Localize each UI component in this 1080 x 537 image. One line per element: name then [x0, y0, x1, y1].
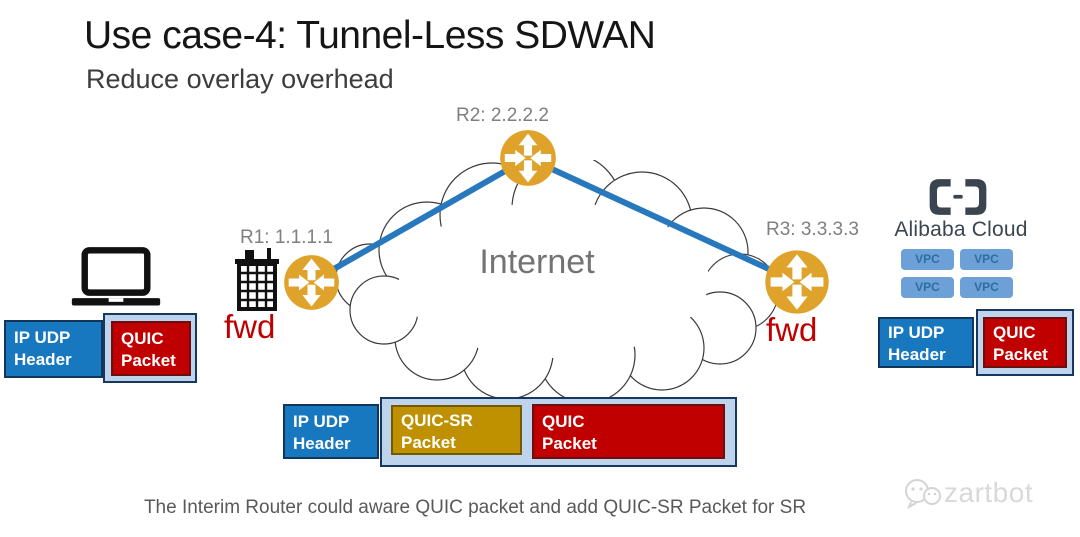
- router-r3-icon: [764, 249, 830, 315]
- laptop-icon: [71, 247, 161, 306]
- packet-left-ipudp-header: IP UDP Header: [4, 320, 103, 378]
- page-subtitle: Reduce overlay overhead: [86, 64, 394, 94]
- fwd-label-right: fwd: [766, 311, 818, 348]
- vpc-box: VPC: [901, 249, 954, 270]
- packet-right-quic: QUIC Packet: [983, 317, 1067, 368]
- alibaba-cloud-logo-icon: [929, 179, 987, 215]
- internet-label: Internet: [479, 243, 595, 281]
- zartbot-watermark: zartbot: [944, 477, 1034, 508]
- router-r2-icon: [499, 129, 557, 187]
- router-r1-icon: [283, 254, 340, 311]
- router-r2-label: R2: 2.2.2.2: [456, 105, 549, 126]
- packet-right-ipudp-header: IP UDP Header: [878, 317, 974, 368]
- building-icon: [235, 248, 279, 311]
- router-r3-label: R3: 3.3.3.3: [766, 219, 859, 240]
- packet-bottom-quicsr: QUIC-SR Packet: [391, 405, 522, 455]
- packet-bottom-quic: QUIC Packet: [532, 404, 725, 459]
- alibaba-cloud-label: Alibaba Cloud: [894, 218, 1028, 241]
- caption: The Interim Router could aware QUIC pack…: [143, 497, 807, 518]
- packet-bottom-ipudp-header: IP UDP Header: [283, 404, 379, 459]
- vpc-box: VPC: [960, 277, 1013, 298]
- vpc-box: VPC: [901, 277, 954, 298]
- zartbot-chat-icon: [905, 479, 941, 510]
- page-title: Use case-4: Tunnel-Less SDWAN: [84, 14, 656, 57]
- vpc-box: VPC: [960, 249, 1013, 270]
- fwd-label-left: fwd: [224, 308, 276, 345]
- router-r1-label: R1: 1.1.1.1: [240, 227, 333, 248]
- packet-left-quic: QUIC Packet: [111, 321, 191, 376]
